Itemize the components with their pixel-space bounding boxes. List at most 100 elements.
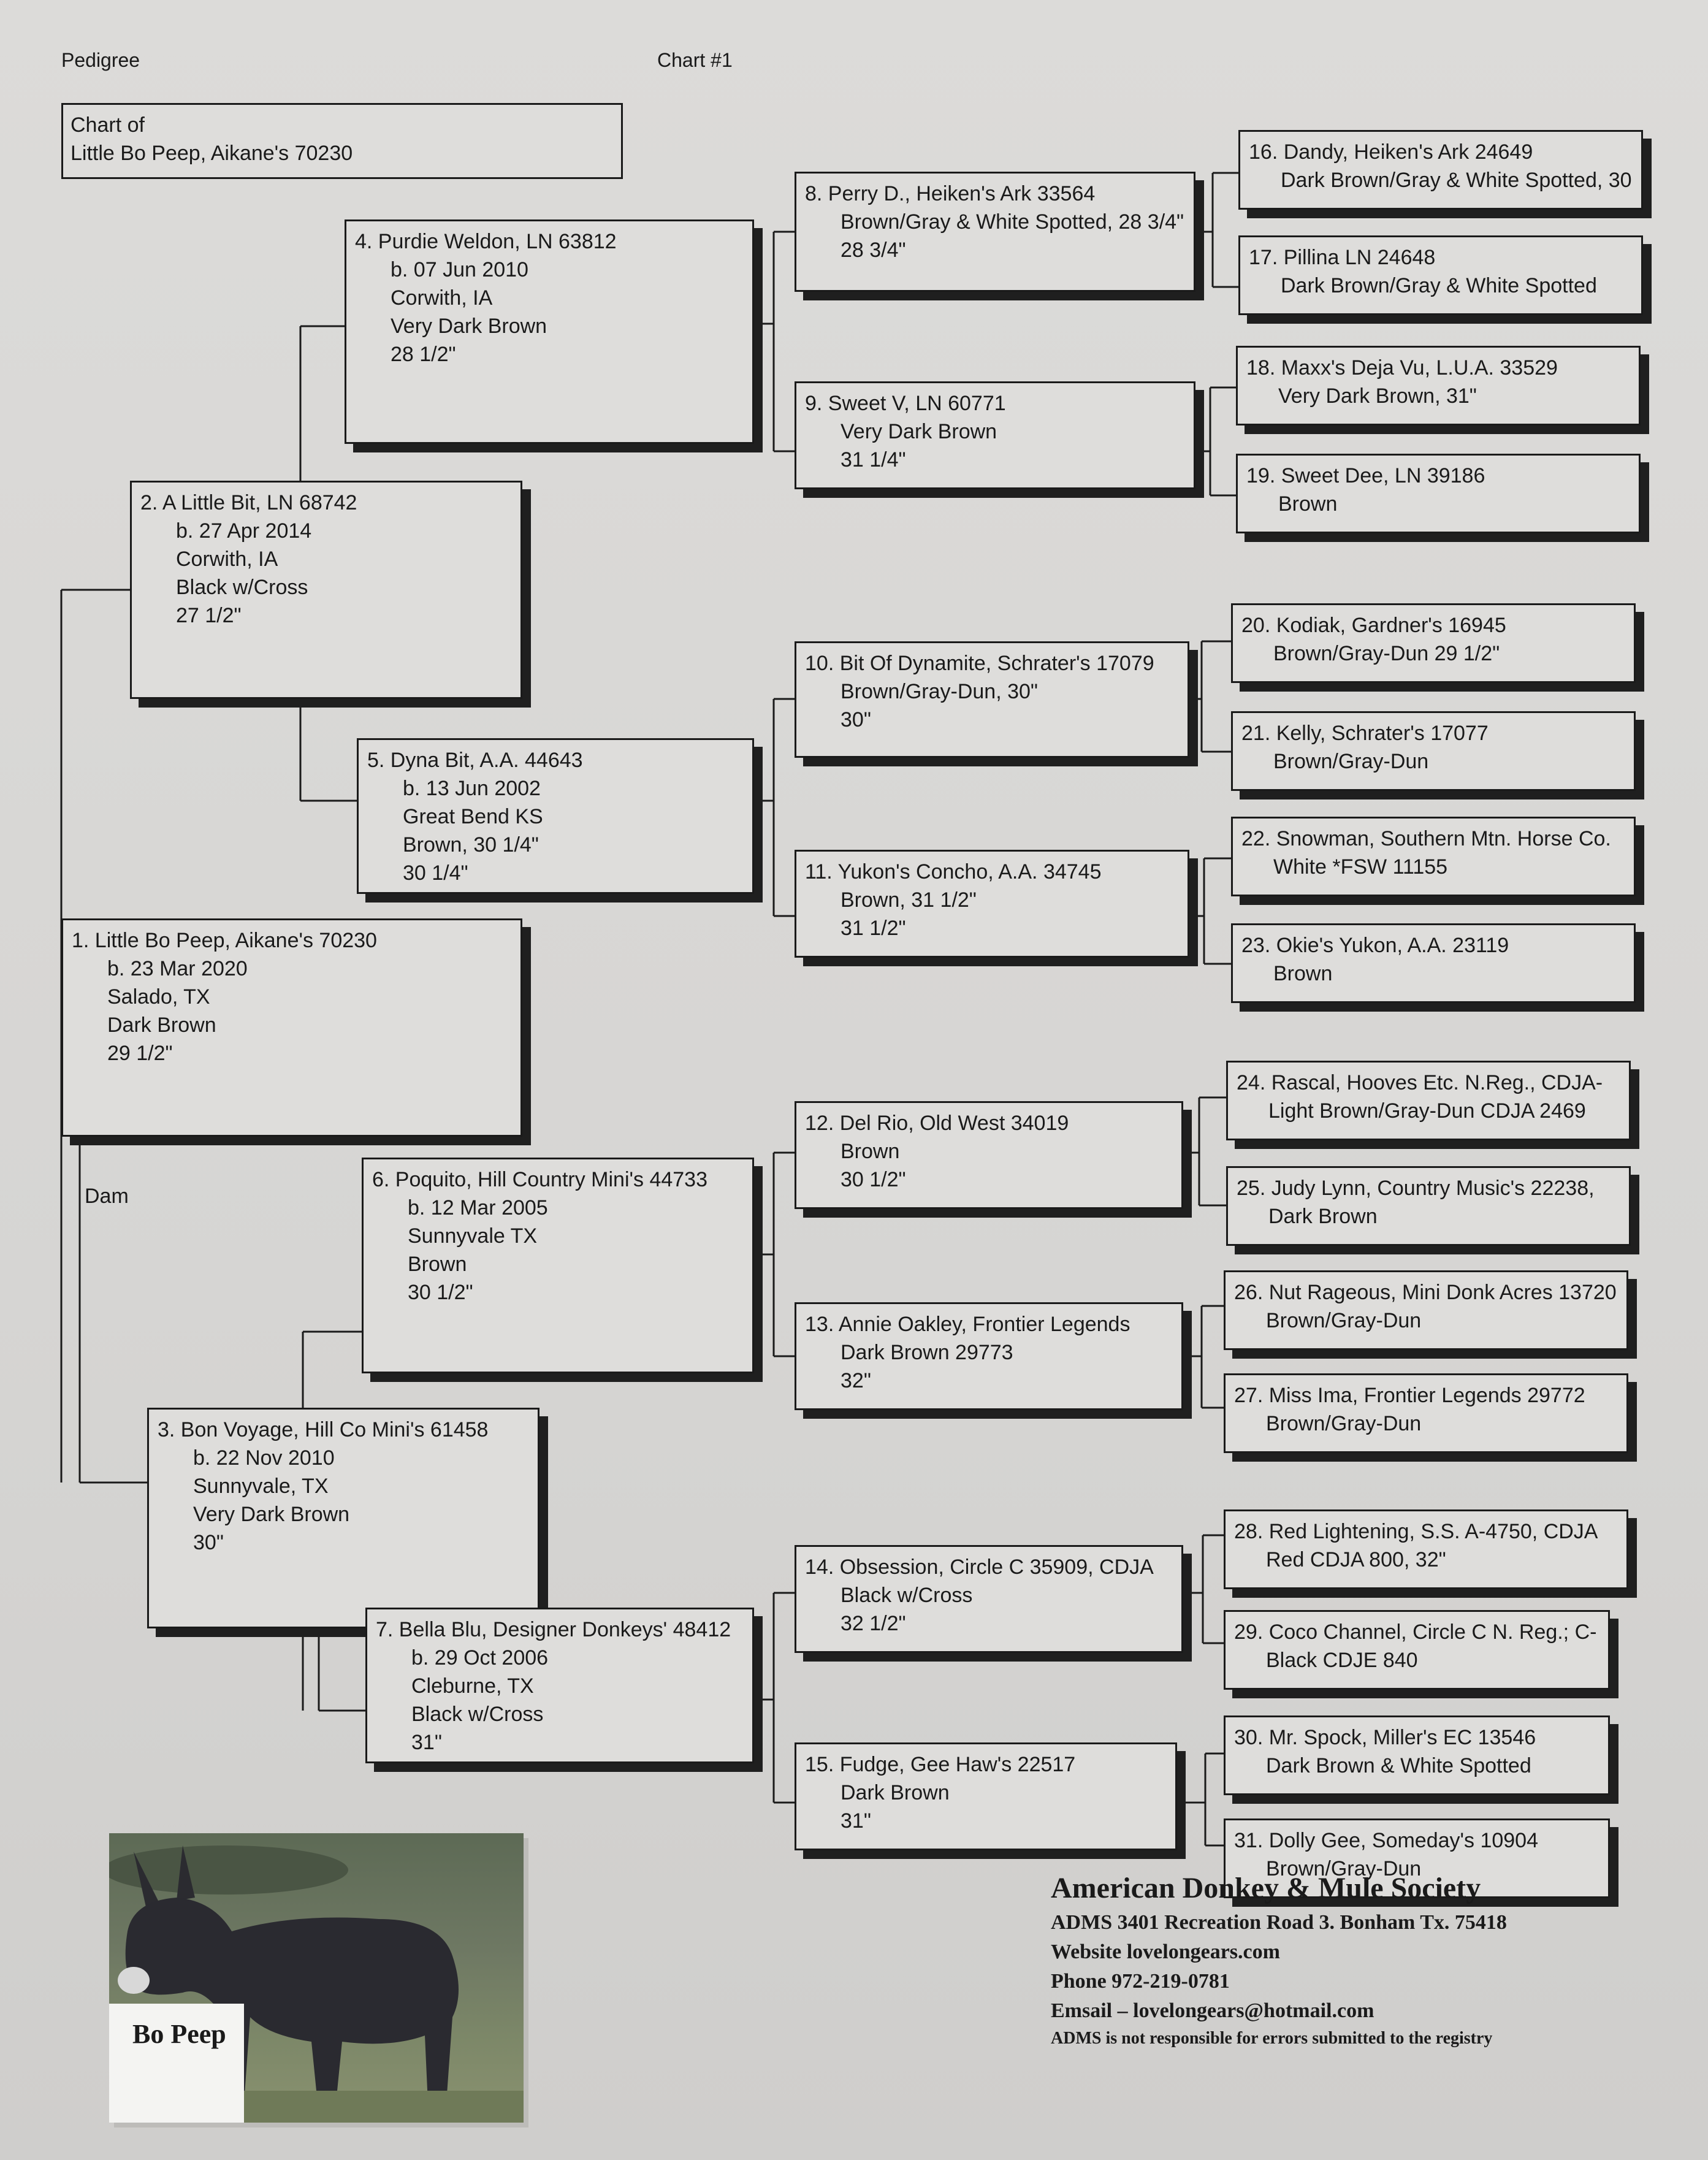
entry-name: 4. Purdie Weldon, LN 63812 — [355, 230, 617, 253]
pedigree-entry-17: 17. Pillina LN 24648 Dark Brown/Gray & W… — [1238, 235, 1643, 315]
society-info: American Donkey & Mule Society ADMS 3401… — [1051, 1871, 1507, 2048]
entry-name: 15. Fudge, Gee Haw's 22517 — [805, 1753, 1076, 1776]
entry-color: Dark Brown/Gray & White Spotted, 30 — [1281, 169, 1632, 192]
entry-color: Dark Brown 29773 — [841, 1341, 1013, 1364]
entry-height: 28 3/4" — [841, 239, 906, 262]
pedigree-heading: Pedigree — [61, 49, 140, 71]
entry-name: 6. Poquito, Hill Country Mini's 44733 — [372, 1168, 707, 1191]
dam-label: Dam — [85, 1185, 129, 1208]
pedigree-entry-5: 5. Dyna Bit, A.A. 44643 b. 13 Jun 2002 G… — [357, 738, 754, 894]
entry-name: 1. Little Bo Peep, Aikane's 70230 — [72, 929, 377, 952]
chart-of-label: Chart of — [71, 113, 145, 137]
entry-name: 2. A Little Bit, LN 68742 — [140, 491, 357, 514]
entry-place: Salado, TX — [107, 985, 210, 1009]
entry-height: 27 1/2" — [176, 604, 242, 627]
entry-name: 25. Judy Lynn, Country Music's 22238, — [1237, 1177, 1595, 1200]
pedigree-entry-18: 18. Maxx's Deja Vu, L.U.A. 33529 Very Da… — [1236, 346, 1641, 426]
society-website: Website lovelongears.com — [1051, 1941, 1280, 1963]
entry-name: 22. Snowman, Southern Mtn. Horse Co. — [1241, 827, 1611, 850]
entry-name: 16. Dandy, Heiken's Ark 24649 — [1249, 140, 1533, 164]
pedigree-entry-23: 23. Okie's Yukon, A.A. 23119 Brown — [1231, 923, 1636, 1003]
pedigree-entry-7: 7. Bella Blu, Designer Donkeys' 48412 b.… — [365, 1608, 754, 1763]
entry-color: Very Dark Brown, 31" — [1278, 384, 1477, 408]
entry-birth: b. 13 Jun 2002 — [403, 777, 541, 800]
pedigree-entry-28: 28. Red Lightening, S.S. A-4750, CDJA Re… — [1224, 1509, 1628, 1589]
pedigree-entry-14: 14. Obsession, Circle C 35909, CDJA Blac… — [795, 1545, 1183, 1653]
society-email: Emsail – lovelongears@hotmail.com — [1051, 1999, 1374, 2022]
society-address: ADMS 3401 Recreation Road 3. Bonham Tx. … — [1051, 1911, 1507, 1934]
entry-name: 14. Obsession, Circle C 35909, CDJA — [805, 1555, 1154, 1579]
entry-name: 20. Kodiak, Gardner's 16945 — [1241, 614, 1506, 637]
entry-birth: b. 27 Apr 2014 — [176, 519, 312, 543]
entry-color: White *FSW 11155 — [1273, 855, 1448, 879]
entry-height: 32 1/2" — [841, 1612, 906, 1635]
entry-color: Dark Brown — [107, 1013, 216, 1037]
entry-name: 7. Bella Blu, Designer Donkeys' 48412 — [376, 1618, 731, 1641]
entry-color: Very Dark Brown — [391, 315, 547, 338]
pedigree-entry-9: 9. Sweet V, LN 60771 Very Dark Brown 31 … — [795, 381, 1195, 489]
entry-name: 19. Sweet Dee, LN 39186 — [1246, 464, 1485, 487]
pedigree-entry-27: 27. Miss Ima, Frontier Legends 29772 Bro… — [1224, 1373, 1628, 1453]
entry-name: 23. Okie's Yukon, A.A. 23119 — [1241, 934, 1509, 957]
entry-place: Cleburne, TX — [411, 1674, 534, 1698]
entry-height: 30" — [193, 1531, 224, 1554]
chart-of-subject: Little Bo Peep, Aikane's 70230 — [71, 142, 353, 165]
entry-height: 31" — [411, 1731, 442, 1754]
entry-birth: b. 12 Mar 2005 — [408, 1196, 548, 1219]
pedigree-entry-20: 20. Kodiak, Gardner's 16945 Brown/Gray-D… — [1231, 603, 1636, 683]
entry-color: Brown — [1278, 492, 1338, 516]
society-name: American Donkey & Mule Society — [1051, 1872, 1481, 1904]
entry-color: Dark Brown & White Spotted — [1266, 1754, 1531, 1777]
entry-color: Black w/Cross — [841, 1584, 973, 1607]
entry-color: Dark Brown — [1268, 1205, 1378, 1228]
entry-color: Dark Brown — [841, 1781, 950, 1804]
pedigree-entry-15: 15. Fudge, Gee Haw's 22517 Dark Brown 31… — [795, 1742, 1177, 1850]
entry-name: 8. Perry D., Heiken's Ark 33564 — [805, 182, 1096, 205]
entry-place: Corwith, IA — [176, 548, 278, 571]
entry-name: 31. Dolly Gee, Someday's 10904 — [1234, 1829, 1539, 1852]
entry-color: Light Brown/Gray-Dun CDJA 2469 — [1268, 1099, 1586, 1123]
pedigree-entry-2: 2. A Little Bit, LN 68742 b. 27 Apr 2014… — [130, 481, 522, 699]
entry-place: Sunnyvale TX — [408, 1224, 538, 1248]
entry-name: 9. Sweet V, LN 60771 — [805, 392, 1006, 415]
entry-color: Brown/Gray-Dun — [1266, 1857, 1422, 1880]
entry-place: Sunnyvale, TX — [193, 1475, 329, 1498]
entry-color: Black CDJE 840 — [1266, 1649, 1418, 1672]
entry-name: 21. Kelly, Schrater's 17077 — [1241, 722, 1489, 745]
entry-color: Black w/Cross — [176, 576, 308, 599]
entry-color: Black w/Cross — [411, 1703, 544, 1726]
pedigree-entry-19: 19. Sweet Dee, LN 39186 Brown — [1236, 454, 1641, 533]
entry-height: 28 1/2" — [391, 343, 456, 366]
entry-height: 31 1/4" — [841, 448, 906, 471]
pedigree-entry-11: 11. Yukon's Concho, A.A. 34745 Brown, 31… — [795, 850, 1189, 958]
pedigree-entry-25: 25. Judy Lynn, Country Music's 22238, Da… — [1226, 1166, 1631, 1246]
entry-place: Corwith, IA — [391, 286, 493, 310]
entry-height: 32" — [841, 1369, 871, 1392]
pedigree-entry-31: 31. Dolly Gee, Someday's 10904 Brown/Gra… — [1224, 1818, 1610, 1898]
photo-caption: Bo Peep — [109, 2004, 244, 2123]
entry-name: 17. Pillina LN 24648 — [1249, 246, 1436, 269]
pedigree-entry-4: 4. Purdie Weldon, LN 63812 b. 07 Jun 201… — [345, 219, 754, 444]
entry-place: Great Bend KS — [403, 805, 543, 828]
chart-number: Chart #1 — [657, 49, 733, 71]
entry-name: 10. Bit Of Dynamite, Schrater's 17079 — [805, 652, 1154, 675]
pedigree-entry-1: 1. Little Bo Peep, Aikane's 70230 b. 23 … — [61, 918, 522, 1137]
entry-name: 5. Dyna Bit, A.A. 44643 — [367, 749, 583, 772]
pedigree-entry-6: 6. Poquito, Hill Country Mini's 44733 b.… — [362, 1158, 754, 1373]
entry-color: Brown, 31 1/2" — [841, 888, 977, 912]
pedigree-entry-21: 21. Kelly, Schrater's 17077 Brown/Gray-D… — [1231, 711, 1636, 791]
entry-color: Red CDJA 800, 32" — [1266, 1548, 1446, 1571]
entry-name: 27. Miss Ima, Frontier Legends 29772 — [1234, 1384, 1585, 1407]
entry-birth: b. 29 Oct 2006 — [411, 1646, 549, 1670]
entry-birth: b. 22 Nov 2010 — [193, 1446, 335, 1470]
entry-height: 31 1/2" — [841, 917, 906, 940]
entry-name: 26. Nut Rageous, Mini Donk Acres 13720 — [1234, 1281, 1617, 1304]
entry-color: Brown/Gray-Dun — [1266, 1412, 1422, 1435]
entry-color: Brown — [841, 1140, 900, 1163]
entry-name: 30. Mr. Spock, Miller's EC 13546 — [1234, 1726, 1536, 1749]
society-disclaimer: ADMS is not responsible for errors submi… — [1051, 2029, 1493, 2048]
entry-color: Brown/Gray-Dun — [1266, 1309, 1422, 1332]
entry-height: 29 1/2" — [107, 1042, 173, 1065]
pedigree-entry-24: 24. Rascal, Hooves Etc. N.Reg., CDJA- Li… — [1226, 1061, 1631, 1140]
